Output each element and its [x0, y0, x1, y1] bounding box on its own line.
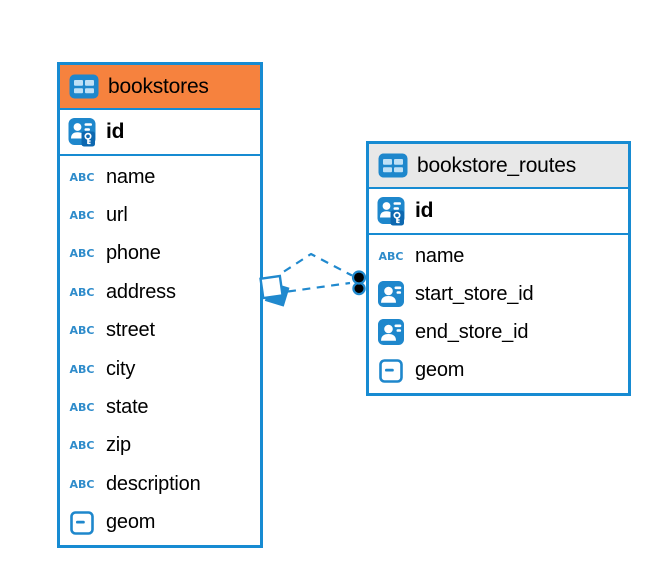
column-name: url	[106, 204, 128, 227]
column-name: name	[106, 165, 156, 188]
column-name: id	[106, 120, 125, 143]
column-zip[interactable]: ABC zip	[60, 427, 260, 465]
entity-bookstores[interactable]: bookstores id ABC name ABC url ABC phone…	[57, 62, 263, 548]
column-name: address	[106, 280, 176, 303]
text-type-icon: ABC	[69, 401, 95, 415]
geometry-type-icon	[67, 510, 97, 535]
text-type-icon: ABC	[69, 170, 95, 184]
primary-key-icon	[67, 117, 97, 147]
reference-icon	[376, 319, 406, 346]
key-section: id	[60, 110, 260, 156]
column-geom[interactable]: geom	[369, 352, 628, 390]
column-street[interactable]: ABC street	[60, 312, 260, 350]
relationship-source-marker[interactable]	[259, 274, 290, 307]
column-name: zip	[106, 434, 131, 457]
text-type-icon: ABC	[378, 249, 404, 263]
column-state[interactable]: ABC state	[60, 388, 260, 426]
column-geom[interactable]: geom	[60, 504, 260, 542]
entity-bookstore-routes[interactable]: bookstore_routes id ABC name start_store…	[366, 141, 631, 396]
relationship-line[interactable]	[287, 281, 351, 293]
table-icon	[69, 74, 99, 99]
column-name: end_store_id	[415, 320, 529, 343]
column-name: geom	[415, 359, 465, 382]
table-title: bookstores	[108, 74, 209, 98]
column-description[interactable]: ABC description	[60, 465, 260, 503]
table-icon	[378, 153, 408, 178]
column-id[interactable]: id	[369, 189, 628, 233]
column-name: phone	[106, 242, 161, 265]
columns-section: ABC name ABC url ABC phone ABC address A…	[60, 156, 260, 542]
column-start_store_id[interactable]: start_store_id	[369, 275, 628, 313]
columns-section: ABC name start_store_id end_store_id geo…	[369, 235, 628, 390]
column-name: name	[415, 244, 465, 267]
column-name: description	[106, 472, 201, 495]
text-type-icon: ABC	[69, 477, 95, 491]
text-type-icon: ABC	[69, 362, 95, 376]
column-address[interactable]: ABC address	[60, 273, 260, 311]
column-name: state	[106, 396, 149, 419]
reference-icon	[376, 281, 406, 308]
relationship-line[interactable]	[283, 252, 353, 277]
column-url[interactable]: ABC url	[60, 196, 260, 234]
column-name[interactable]: ABC name	[369, 237, 628, 275]
column-name: id	[415, 199, 434, 222]
key-section: id	[369, 189, 628, 235]
text-type-icon: ABC	[69, 209, 95, 223]
column-name: start_store_id	[415, 282, 534, 305]
text-type-icon: ABC	[69, 324, 95, 338]
primary-key-icon	[376, 196, 406, 226]
table-header[interactable]: bookstores	[60, 65, 260, 110]
column-id[interactable]: id	[60, 110, 260, 154]
table-title: bookstore_routes	[417, 153, 577, 177]
column-end_store_id[interactable]: end_store_id	[369, 313, 628, 351]
column-phone[interactable]: ABC phone	[60, 235, 260, 273]
text-type-icon: ABC	[69, 247, 95, 261]
table-header[interactable]: bookstore_routes	[369, 144, 628, 189]
column-name: city	[106, 357, 136, 380]
column-name: geom	[106, 511, 156, 534]
relationship-target-marker[interactable]	[351, 270, 367, 296]
geometry-type-icon	[376, 358, 406, 383]
text-type-icon: ABC	[69, 285, 95, 299]
text-type-icon: ABC	[69, 439, 95, 453]
column-city[interactable]: ABC city	[60, 350, 260, 388]
column-name: street	[106, 319, 155, 342]
column-name[interactable]: ABC name	[60, 158, 260, 196]
